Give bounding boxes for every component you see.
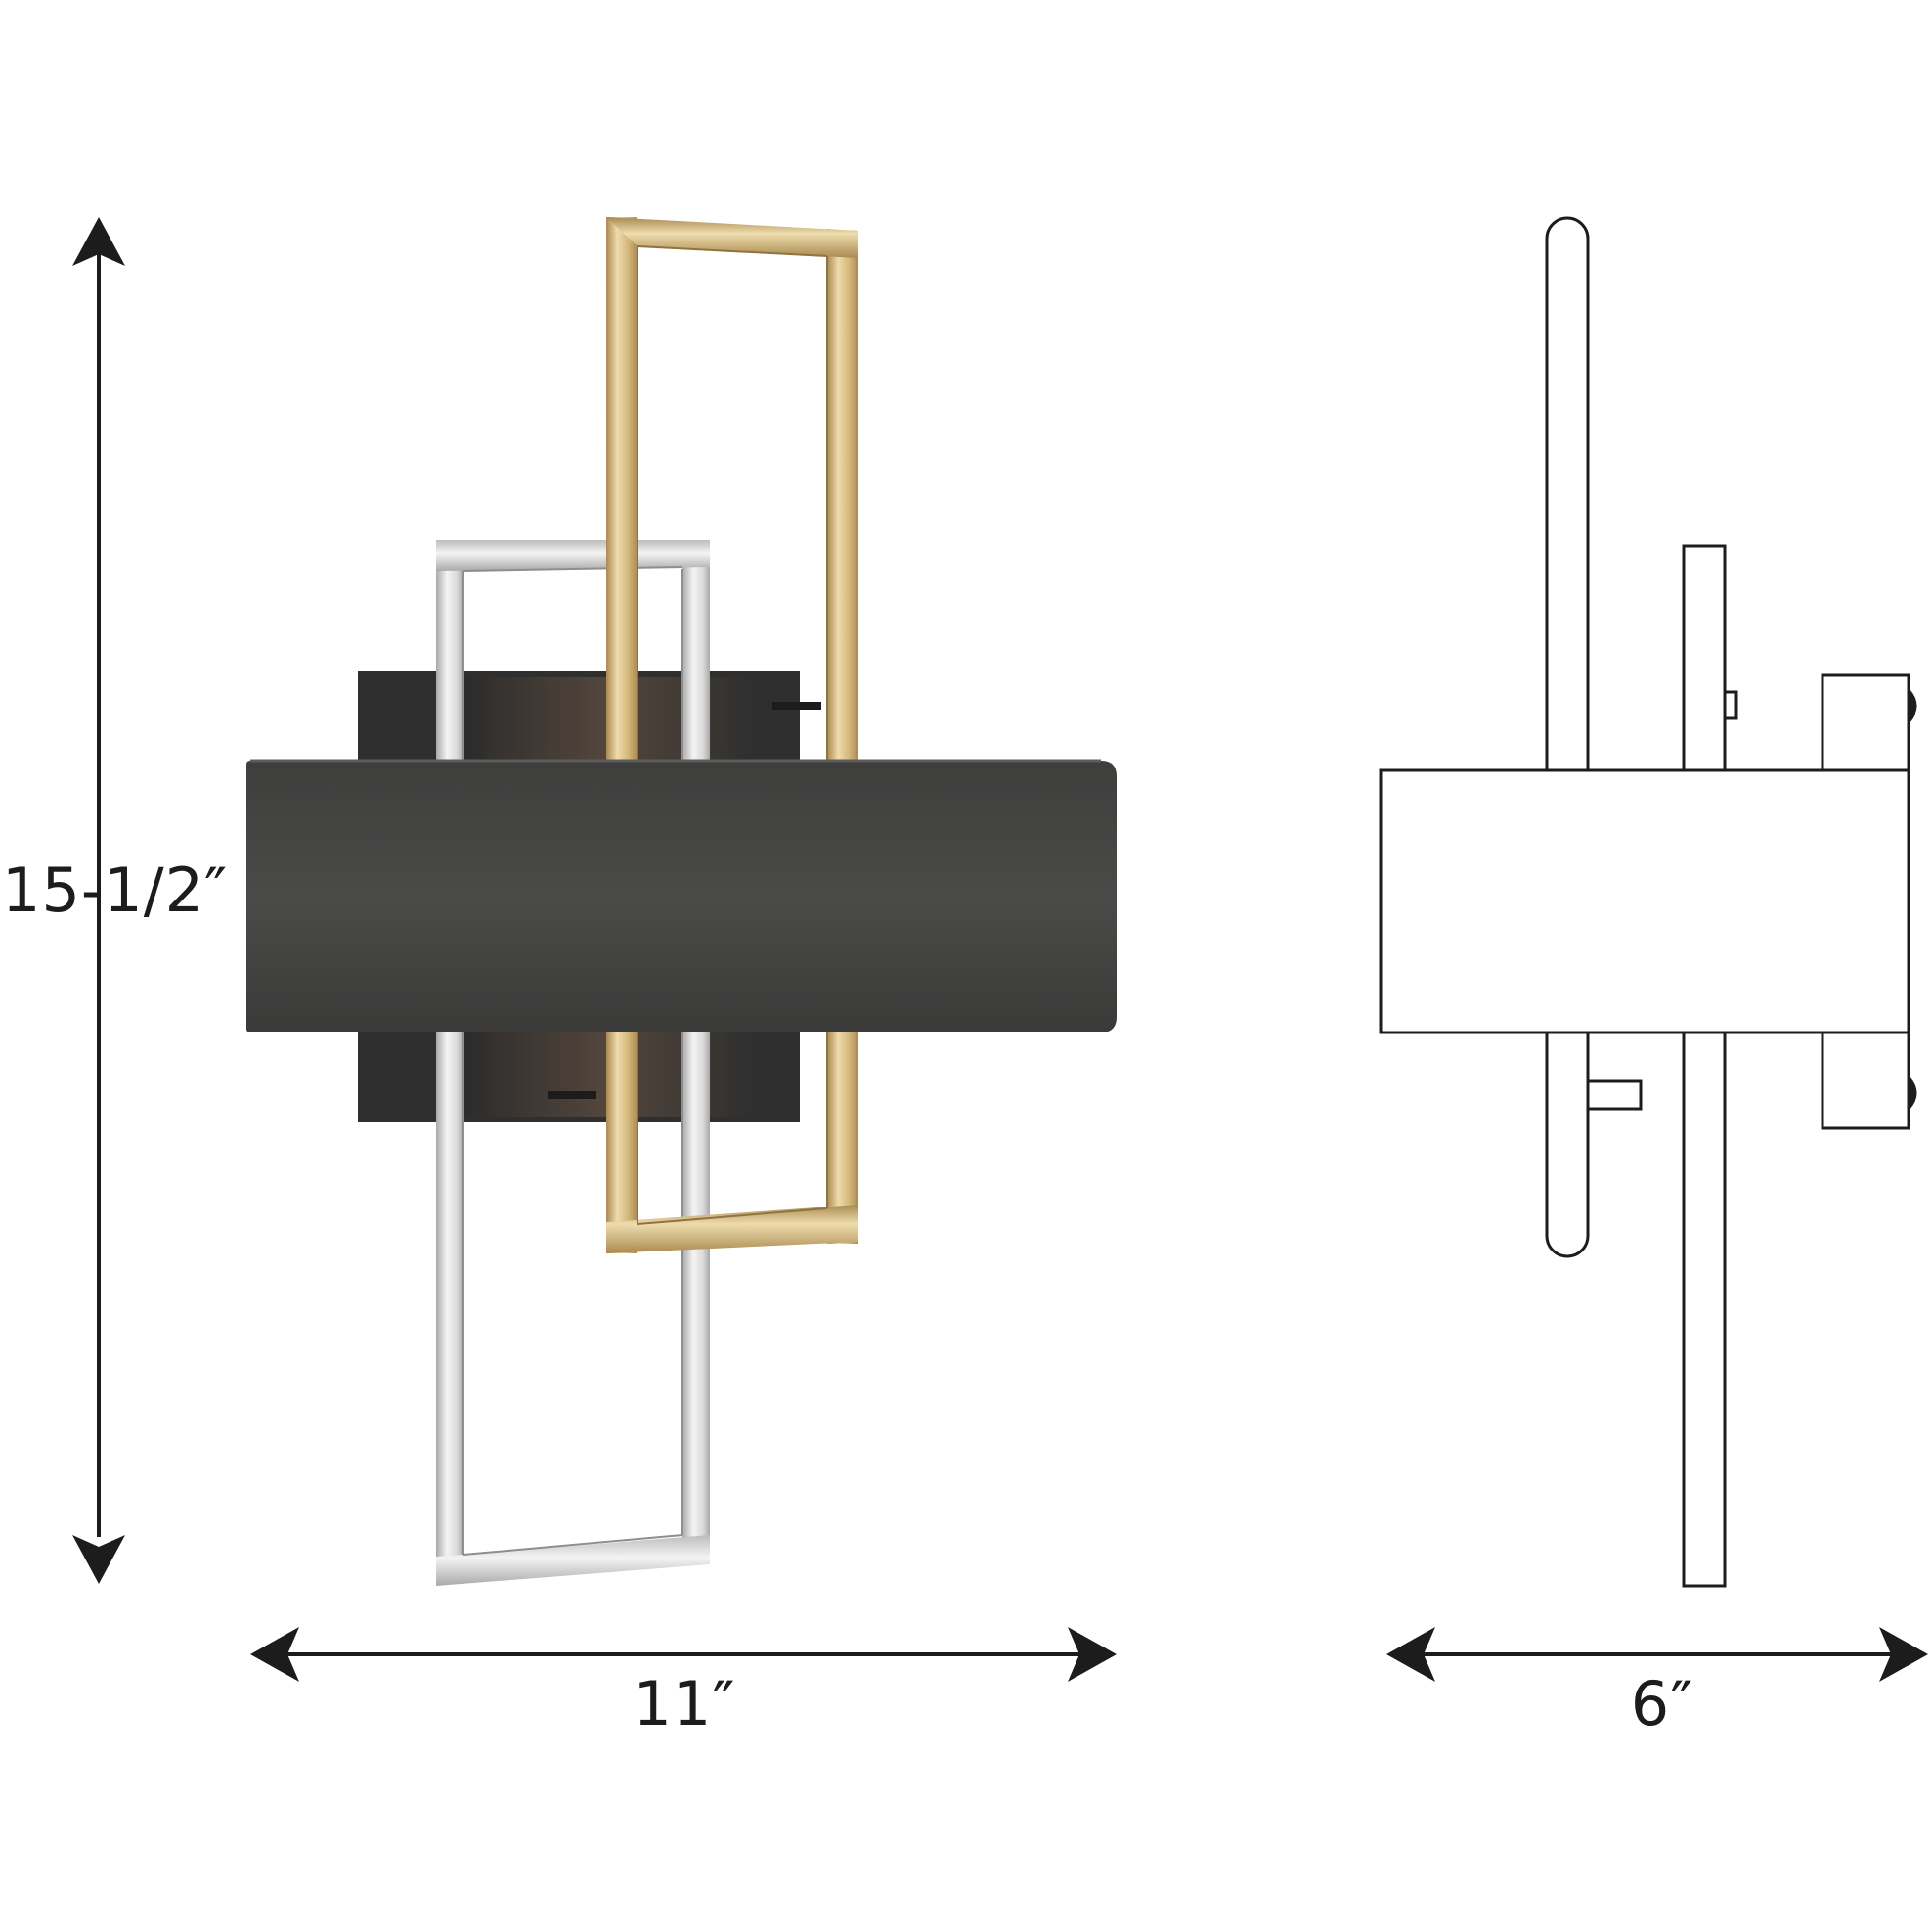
depth-arrow: [1386, 1627, 1928, 1682]
height-arrow: [72, 217, 125, 1584]
height-dimension-label: 15-1/2″: [2, 855, 229, 926]
side-rod-pin: [1586, 1079, 1643, 1111]
side-mount-bottom: [1821, 1031, 1910, 1130]
side-rod-top: [1545, 216, 1590, 770]
front-view: [246, 217, 1117, 1586]
shade-band: [246, 759, 1117, 1032]
side-bar-top: [1682, 544, 1727, 772]
dimension-arrows: [72, 217, 1928, 1682]
width-arrow: [250, 1627, 1117, 1682]
depth-dimension-label: 6″: [1630, 1668, 1694, 1739]
side-screw-top: [1907, 686, 1917, 725]
side-rod-bottom: [1545, 1032, 1590, 1258]
side-view: [1379, 216, 1917, 1588]
side-bar-bottom: [1682, 1031, 1727, 1588]
side-screw-bottom: [1907, 1074, 1917, 1113]
side-mount-top: [1821, 673, 1910, 772]
side-shade: [1379, 768, 1910, 1034]
width-dimension-label: 11″: [633, 1668, 736, 1739]
side-bar-pin: [1723, 690, 1738, 720]
